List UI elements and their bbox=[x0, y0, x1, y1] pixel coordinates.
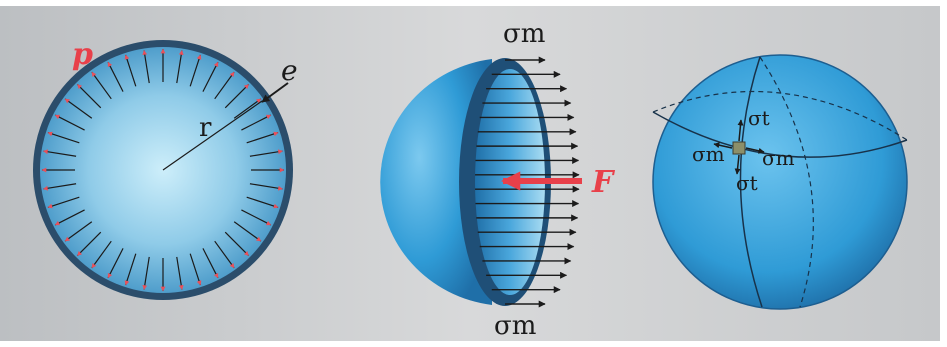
pressure-arrow-icon bbox=[47, 196, 80, 209]
pressure-arrow-icon bbox=[233, 221, 262, 242]
sigma-t-down-arrow bbox=[734, 154, 741, 175]
meridian-back bbox=[759, 56, 814, 308]
pressure-arrow-icon bbox=[91, 71, 112, 100]
force-label: F bbox=[591, 165, 616, 200]
pressure-arrow-icon bbox=[142, 50, 150, 84]
pressure-arrow-icon bbox=[202, 61, 219, 92]
pressure-arrow-icon bbox=[54, 209, 85, 226]
radius-line-icon bbox=[162, 100, 263, 171]
pressure-arrow-icon bbox=[233, 98, 262, 119]
pressure-arrow-icon bbox=[77, 84, 102, 109]
stress-t-top-label: σt bbox=[748, 106, 770, 130]
stress-top-label: σm bbox=[503, 19, 545, 49]
half-sphere-body bbox=[380, 59, 492, 305]
sphere-3-outline bbox=[652, 54, 908, 310]
pressure-arrow-icon bbox=[54, 114, 85, 131]
pressure-arrow-icon bbox=[124, 253, 137, 286]
sigma-t-up-arrow bbox=[737, 119, 744, 142]
element-square-icon bbox=[732, 141, 746, 155]
stress-bottom-label: σm bbox=[494, 311, 536, 341]
pressure-arrow-icon bbox=[107, 248, 124, 279]
pressure-arrow-icon bbox=[77, 231, 102, 256]
pressure-arrow-icon bbox=[107, 61, 124, 92]
pressure-arrow-icon bbox=[241, 114, 272, 131]
stress-m-left-label: σm bbox=[692, 142, 725, 166]
pressure-arrow-icon bbox=[124, 54, 137, 87]
sphere-3-body bbox=[653, 55, 907, 309]
radius-label: r bbox=[199, 113, 212, 143]
pressure-arrow-icon bbox=[241, 209, 272, 226]
pressure-arrows bbox=[41, 48, 285, 292]
pressure-arrow-icon bbox=[64, 98, 93, 119]
pressure-arrow-icon bbox=[189, 54, 202, 87]
stress-m-right-label: σm bbox=[762, 146, 795, 170]
equator-front bbox=[652, 111, 908, 158]
pressure-arrow-icon bbox=[249, 183, 283, 191]
thickness-label: e bbox=[281, 54, 298, 87]
pressure-arrow-icon bbox=[246, 131, 279, 144]
pressure-arrow-icon bbox=[176, 50, 184, 84]
pressure-arrow-icon bbox=[47, 131, 80, 144]
pressure-arrow-icon bbox=[64, 221, 93, 242]
meridian-front bbox=[739, 56, 763, 308]
sigma-m-right-arrow bbox=[745, 147, 765, 154]
pressure-arrow-icon bbox=[43, 183, 77, 191]
equator-back bbox=[652, 90, 908, 141]
pressure-arrow-icon bbox=[224, 231, 249, 256]
stress-t-bottom-label: σt bbox=[736, 171, 758, 195]
pressure-arrow-icon bbox=[224, 84, 249, 109]
pressure-arrow-icon bbox=[142, 256, 150, 290]
pressure-arrow-icon bbox=[189, 253, 202, 286]
pressure-arrow-icon bbox=[91, 240, 112, 269]
pressure-arrow-icon bbox=[202, 248, 219, 279]
thickness-arrow-icon bbox=[261, 82, 289, 103]
sigma-m-left-arrow bbox=[713, 142, 733, 149]
pressure-arrow-icon bbox=[249, 149, 283, 157]
stress-arrows bbox=[475, 56, 580, 308]
figure-3-element-stresses: σt σm σm σt bbox=[652, 54, 908, 310]
pressure-arrow-icon bbox=[214, 71, 235, 100]
pressure-label: p bbox=[72, 37, 93, 72]
pressure-arrow-icon bbox=[176, 256, 184, 290]
pressure-arrow-icon bbox=[246, 196, 279, 209]
figure-1-pressurized-sphere: p r e bbox=[33, 37, 298, 300]
figure-2-half-sphere-equilibrium: F σm σm bbox=[380, 19, 616, 341]
pressure-arrow-icon bbox=[43, 149, 77, 157]
pressure-arrow-icon bbox=[214, 240, 235, 269]
